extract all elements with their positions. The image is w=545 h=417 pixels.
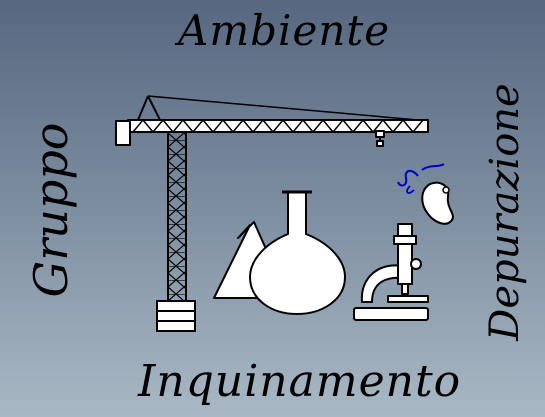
flask-icon (248, 190, 347, 316)
crane-icon (115, 95, 429, 332)
microscope-icon (353, 223, 429, 321)
word-inquinamento: Inquinamento (138, 356, 462, 407)
microorganism-icon (397, 163, 454, 225)
word-ambiente: Ambiente (178, 6, 391, 55)
